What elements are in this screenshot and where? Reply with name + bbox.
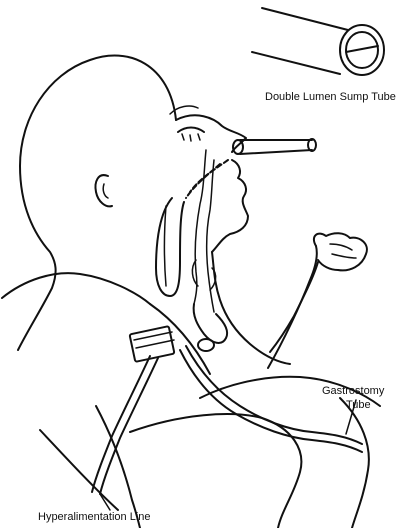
hyperalimentation-line — [91, 325, 176, 511]
infant-torso — [1, 232, 381, 528]
gastrostomy-label-line1: Gastrostomy — [322, 385, 385, 397]
gastrostomy-label-line2: Tube — [346, 399, 371, 411]
sump-tube-cross-section — [251, 7, 385, 76]
sump-tube-label: Double Lumen Sump Tube — [265, 91, 396, 103]
oral-loop-tube — [155, 197, 185, 297]
nasal-sump-tube — [185, 138, 317, 199]
infant-outline — [17, 54, 291, 365]
hyperalimentation-label: Hyperalimentation Line — [38, 511, 151, 523]
esophagus-stomach — [191, 149, 228, 352]
gastrostomy-tube — [179, 345, 363, 453]
